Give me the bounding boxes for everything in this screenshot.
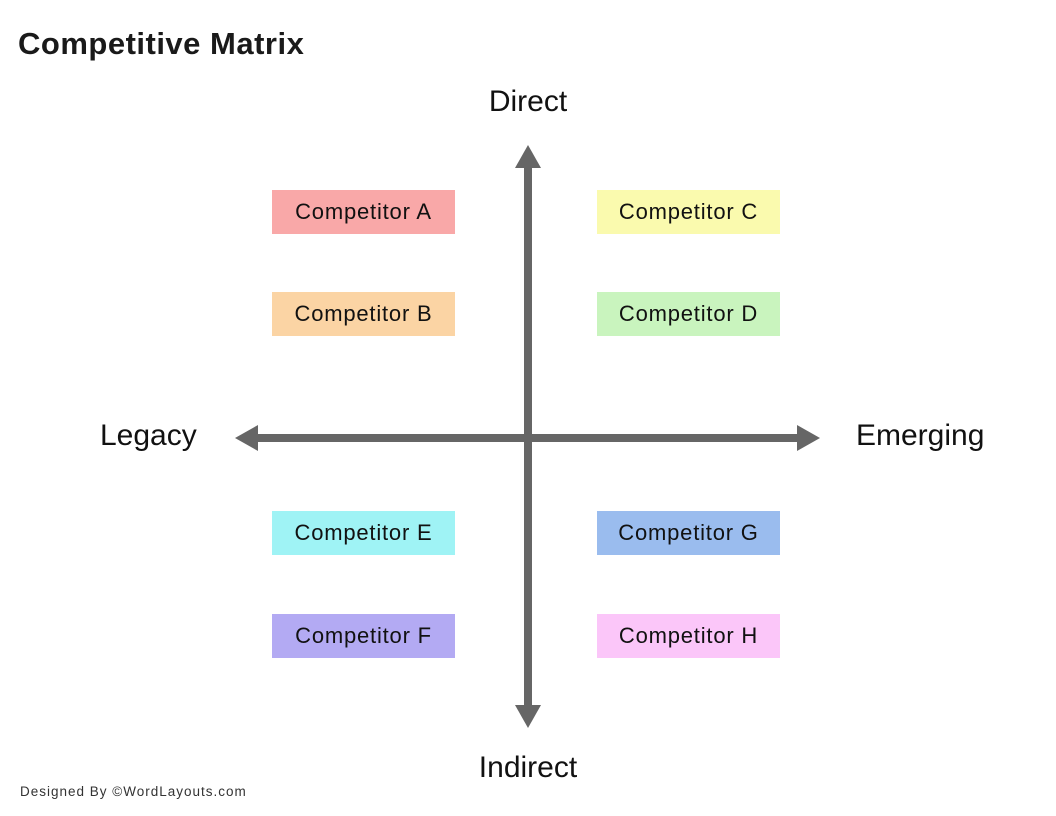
credit-text: Designed By ©WordLayouts.com: [20, 784, 247, 799]
arrow-right-icon: [797, 425, 820, 451]
competitor-box-f: Competitor F: [272, 614, 455, 658]
competitor-box-a: Competitor A: [272, 190, 455, 234]
competitor-box-b: Competitor B: [272, 292, 455, 336]
arrow-left-icon: [235, 425, 258, 451]
axis-label-legacy: Legacy: [100, 419, 197, 452]
competitor-box-e: Competitor E: [272, 511, 455, 555]
arrow-up-icon: [515, 145, 541, 168]
competitor-box-h: Competitor H: [597, 614, 780, 658]
competitor-box-g: Competitor G: [597, 511, 780, 555]
arrow-down-icon: [515, 705, 541, 728]
horizontal-axis-line: [256, 434, 798, 442]
axis-label-direct: Direct: [488, 85, 568, 118]
competitor-box-d: Competitor D: [597, 292, 780, 336]
axis-label-indirect: Indirect: [478, 751, 578, 784]
competitor-box-c: Competitor C: [597, 190, 780, 234]
axis-label-emerging: Emerging: [856, 419, 985, 452]
page-title: Competitive Matrix: [18, 26, 305, 61]
